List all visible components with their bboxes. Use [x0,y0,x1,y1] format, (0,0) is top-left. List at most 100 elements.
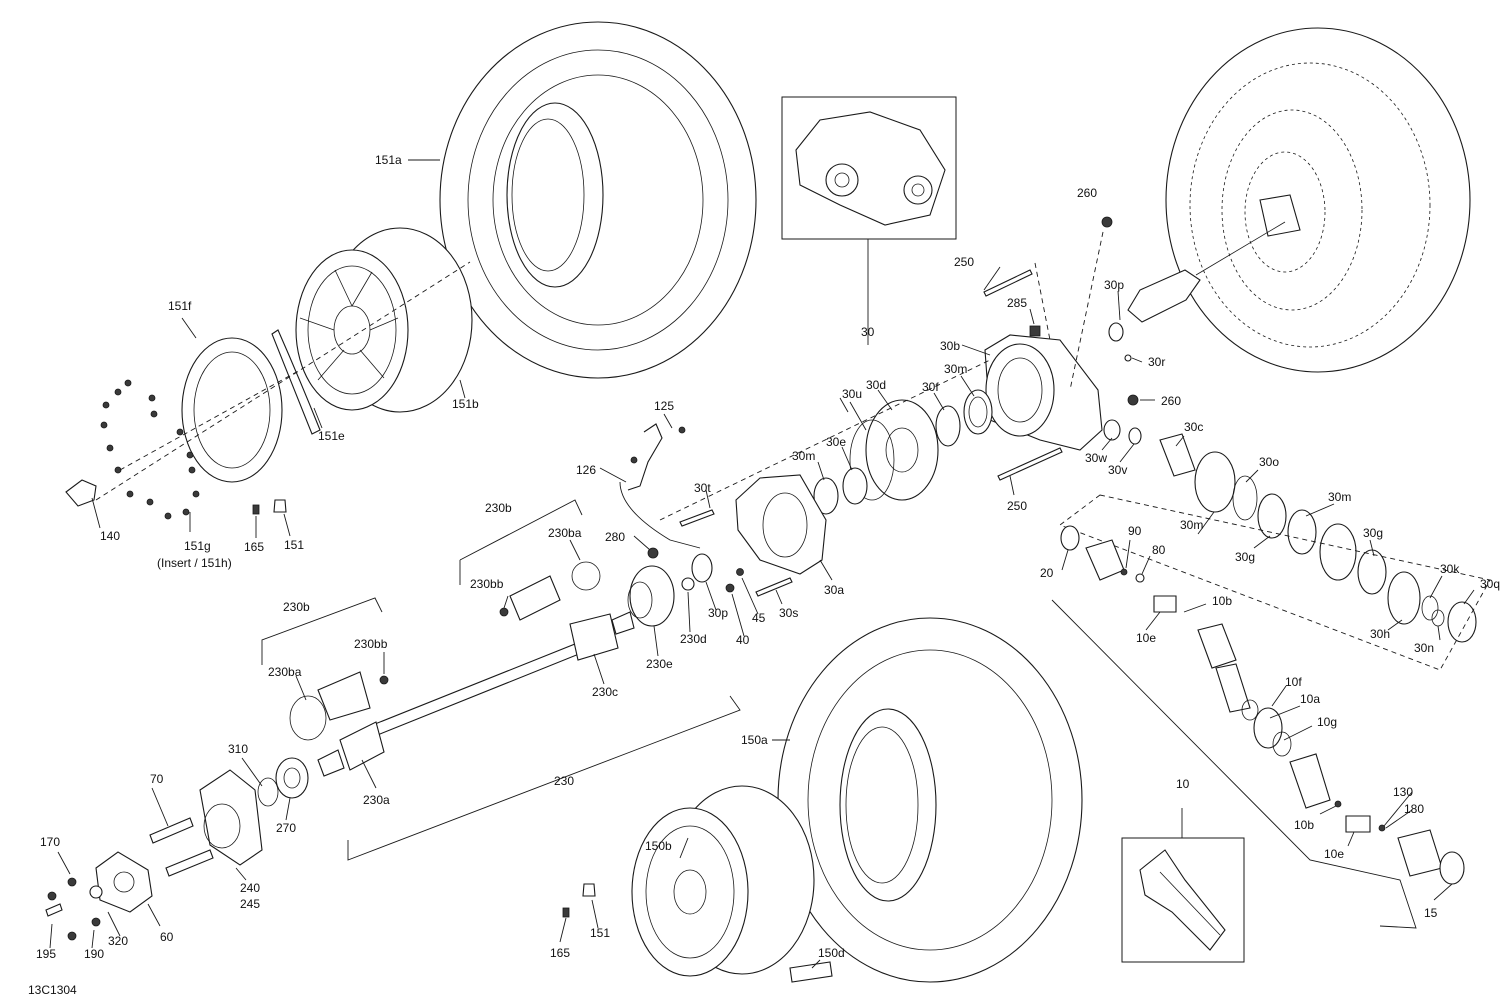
hub-60-drawing [95,851,153,913]
callout-10a: 10a [1300,692,1320,706]
callout-30b: 30b [940,339,960,353]
bearing-30g-right-drawing [1357,549,1387,595]
callout-230c: 230c [592,685,618,699]
nut-260-top-drawing [1101,216,1113,228]
callout-30s: 30s [779,606,798,620]
yoke-upper-drawing [1197,623,1237,669]
boot-230bb-lower-drawing [317,671,371,721]
washer-30k-drawing [1421,595,1439,621]
shim-30m-far-drawing [1287,509,1317,555]
cross-10e-upper-drawing [1153,595,1177,613]
callout-230ba-left: 230ba [268,665,302,679]
seal-30p-lower-drawing [691,553,713,583]
callout-30: 30 [861,325,875,339]
callout-151g: 151g [184,539,211,553]
yoke-lower-drawing [1289,753,1331,809]
callout-150a: 150a [741,733,768,747]
callout-90: 90 [1128,524,1142,538]
callout-150d: 150d [818,946,845,960]
callout-60: 60 [160,930,174,944]
callout-230bb-top: 230bb [470,577,504,591]
callout-10f: 10f [1285,675,1302,689]
callout-15: 15 [1424,906,1438,920]
tire-151a-drawing [439,21,757,379]
callout-40: 40 [736,633,750,647]
rim-151b-drawing [295,227,473,413]
bearing-30f-drawing [935,405,961,447]
callout-70: 70 [150,772,164,786]
shim-30m-upper-drawing [963,389,993,435]
boot-20-drawing [1060,525,1080,551]
callout-30p-lower: 30p [708,606,728,620]
callout-270: 270 [276,821,296,835]
nut-90-drawing [1120,568,1128,576]
callout-151a: 151a [375,153,402,167]
callout-30m-right: 30m [1180,518,1203,532]
callout-310: 310 [228,742,248,756]
oring-30r-drawing [1124,354,1132,362]
breather-285-drawing [1029,325,1041,337]
callout-320: 320 [108,934,128,948]
seal-10a-drawing [1253,707,1283,749]
bracket-126-drawing [627,423,663,491]
ring-gear-30d-drawing [865,399,939,501]
valve-core-165-drawing [252,504,260,515]
spacer-30w-drawing [1103,419,1121,441]
shim-30m-middle-drawing [813,477,839,515]
cotter-195-drawing [45,903,63,917]
callout-280: 280 [605,530,625,544]
clamp-230ba-lower-drawing [289,695,327,741]
diff-housing-30b-drawing [984,334,1103,451]
callout-30m-top: 30m [944,362,967,376]
callout-180: 180 [1404,802,1424,816]
callout-30u: 30u [842,387,862,401]
callout-260-mid: 260 [1161,394,1181,408]
callout-30g-right: 30g [1363,526,1383,540]
callout-30p-upper: 30p [1104,278,1124,292]
pinion-30c-drawing [1159,433,1196,477]
callout-285: 285 [1007,296,1027,310]
bolt-30s-drawing [755,577,793,597]
callout-30w: 30w [1085,451,1107,465]
callout-250-top: 250 [954,255,974,269]
callout-126: 126 [576,463,596,477]
callout-195: 195 [36,947,56,961]
spacer-30v-drawing [1128,427,1142,445]
callout-30n: 30n [1414,641,1434,655]
callout-230ba-top: 230ba [548,526,582,540]
washer-45-drawing [736,568,744,576]
callout-170: 170 [40,835,60,849]
callout-30f: 30f [922,380,939,394]
callout-151e: 151e [318,429,345,443]
callout-230b-left: 230b [283,600,310,614]
callout-30e: 30e [826,435,846,449]
bearing-30e-drawing [842,467,868,505]
nut-260-mid-drawing [1127,394,1139,406]
differential-assembly-30-drawing [795,111,946,226]
seal-30p-drawing [1108,322,1124,342]
valve-core-165-lower-drawing [562,907,570,918]
callout-230b-top: 230b [485,501,512,515]
oring-30o-drawing [1232,475,1258,521]
tire-right-drawing [1165,27,1471,373]
callout-165-lower: 165 [550,946,570,960]
callout-30k: 30k [1440,562,1460,576]
cross-10e-lower-drawing [1345,815,1371,833]
callout-30r: 30r [1148,355,1165,369]
callout-125: 125 [654,399,674,413]
valve-151-lower-drawing [582,883,596,897]
callout-230: 230 [554,774,574,788]
callout-240: 240 [240,881,260,895]
callout-30o: 30o [1259,455,1279,469]
valve-151-drawing [273,499,287,513]
callout-30t: 30t [694,481,711,495]
washer-40-drawing [725,583,735,593]
driveshaft-10-drawing [1139,849,1226,951]
axle-230-drawing [317,611,635,777]
callout-151f: 151f [168,299,192,313]
valve-cap-140-drawing [65,479,97,507]
callout-151b: 151b [452,397,479,411]
